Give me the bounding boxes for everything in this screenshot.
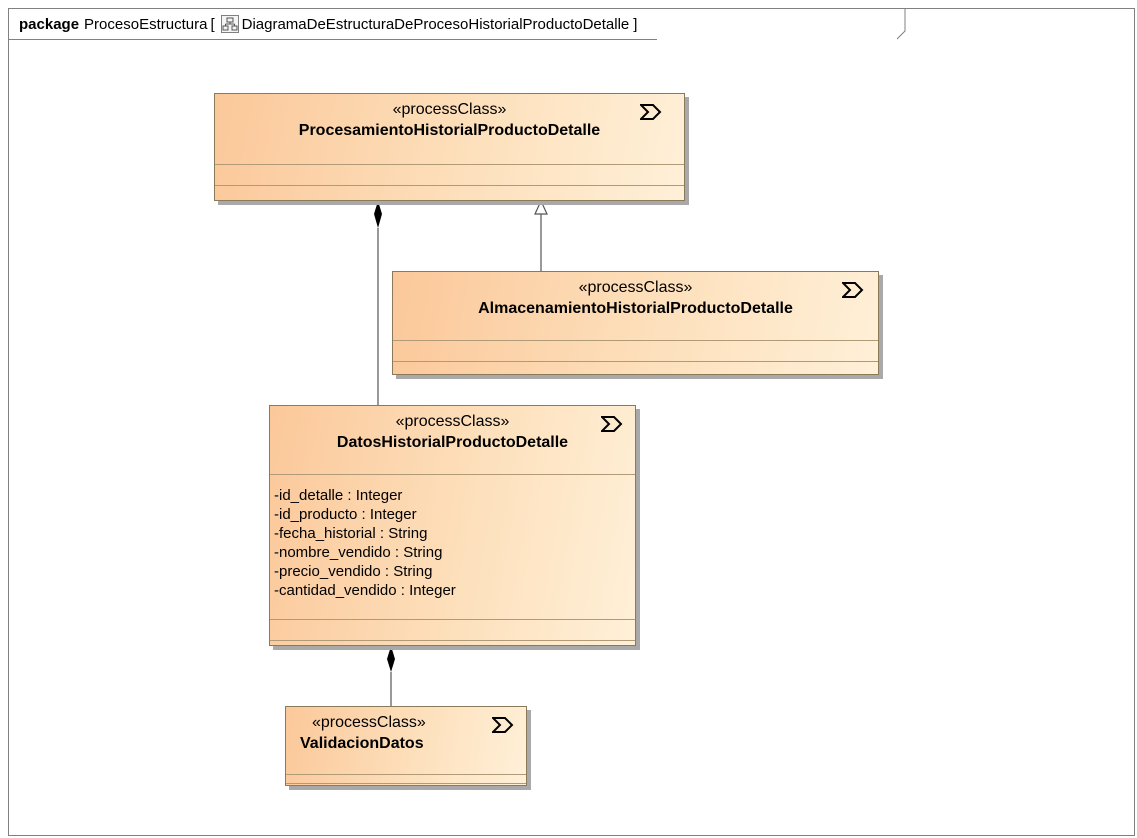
attribute: -cantidad_vendido : Integer — [274, 582, 456, 599]
composition-diamond-procesamiento — [374, 201, 382, 228]
composition-diamond-datos — [387, 646, 395, 672]
operations-compartment — [270, 620, 635, 641]
generalization-arrowhead — [534, 199, 548, 215]
stereotype-label: «processClass» — [312, 714, 426, 731]
class-almacenamiento[interactable]: «processClass» AlmacenamientoHistorialPr… — [392, 271, 879, 375]
class-procesamiento[interactable]: «processClass» ProcesamientoHistorialPro… — [214, 93, 685, 201]
process-arrow-icon — [492, 717, 514, 733]
attribute: -precio_vendido : String — [274, 563, 433, 580]
class-datos[interactable]: «processClass» DatosHistorialProductoDet… — [269, 405, 636, 646]
attributes-compartment — [393, 341, 878, 362]
attribute: -nombre_vendido : String — [274, 544, 443, 561]
tab-corner — [897, 9, 906, 40]
package-tab: package ProcesoEstructura [ DiagramaDeEs… — [9, 9, 658, 40]
attribute: -fecha_historial : String — [274, 525, 428, 542]
class-name: DatosHistorialProductoDetalle — [336, 434, 569, 451]
class-header: «processClass» ProcesamientoHistorialPro… — [215, 94, 684, 165]
open-bracket: [ — [210, 15, 215, 33]
close-bracket: ] — [633, 15, 638, 33]
process-arrow-icon — [640, 104, 662, 120]
diagram-name: DiagramaDeEstructuraDeProcesoHistorialPr… — [241, 15, 630, 33]
class-validacion[interactable]: «processClass» ValidacionDatos — [285, 706, 527, 786]
stereotype-label: «processClass» — [395, 413, 510, 430]
class-name: AlmacenamientoHistorialProductoDetalle — [478, 300, 793, 317]
class-header: «processClass» AlmacenamientoHistorialPr… — [393, 272, 878, 341]
stereotype-label: «processClass» — [578, 279, 693, 296]
package-keyword: package — [19, 15, 80, 33]
process-arrow-icon — [842, 282, 864, 298]
class-name: ValidacionDatos — [300, 735, 424, 752]
attributes-compartment: -id_detalle : Integer -id_producto : Int… — [270, 475, 635, 620]
package-name: ProcesoEstructura — [84, 15, 208, 33]
stereotype-label: «processClass» — [392, 101, 507, 118]
process-arrow-icon — [601, 416, 623, 432]
class-header: «processClass» DatosHistorialProductoDet… — [270, 406, 635, 475]
class-name: ProcesamientoHistorialProductoDetalle — [298, 122, 601, 139]
attributes-compartment — [286, 775, 526, 784]
class-header: «processClass» ValidacionDatos — [286, 707, 526, 775]
class-diagram-icon — [220, 15, 239, 33]
attribute: -id_detalle : Integer — [274, 487, 403, 504]
attribute: -id_producto : Integer — [274, 506, 417, 523]
attributes-compartment — [215, 165, 684, 186]
